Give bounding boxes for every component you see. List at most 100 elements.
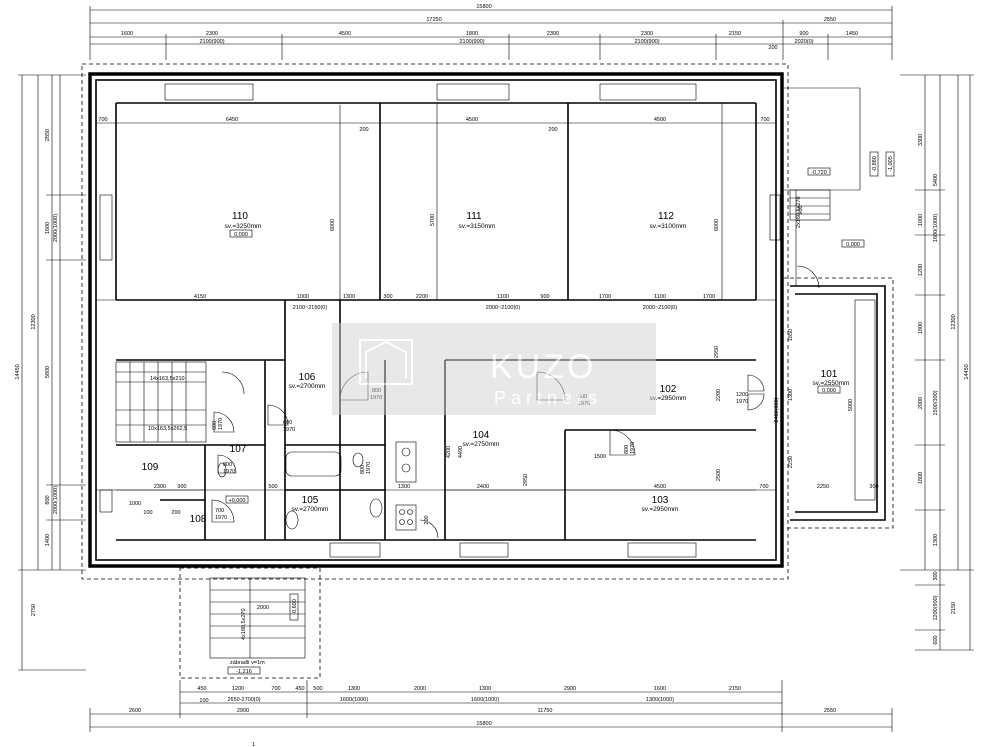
dim-label: 5400 bbox=[933, 174, 939, 186]
dim-label: 12300 bbox=[951, 314, 957, 329]
dim-label: 600 bbox=[933, 635, 939, 644]
svg-text:104: 104 bbox=[473, 430, 490, 441]
dim-label: 1600 bbox=[121, 31, 133, 37]
dim-label: 100 bbox=[199, 698, 208, 704]
dim-label: 1450 bbox=[846, 31, 858, 37]
dim-top-a: 17250 bbox=[426, 17, 441, 23]
door-size: 1970 bbox=[370, 395, 382, 401]
dim-label: 2550 bbox=[824, 708, 836, 714]
stair-label: 14x163,5x210 bbox=[150, 376, 185, 382]
door-size: 600 bbox=[283, 420, 292, 426]
dim-label: 2650-2700(0) bbox=[227, 697, 260, 703]
dim-label: 1600(1000) bbox=[471, 697, 499, 703]
door-size: 1970 bbox=[578, 401, 590, 407]
dim-label: 1000 bbox=[918, 214, 924, 226]
inner-dim: 6000 bbox=[714, 219, 720, 231]
svg-text:sv.=2550mm: sv.=2550mm bbox=[813, 380, 850, 387]
level-marker: 0,000 bbox=[846, 242, 860, 248]
room-111: 111 sv.=3150mm bbox=[459, 211, 496, 230]
inner-dim: 1850 bbox=[788, 329, 794, 341]
door-size: 700 bbox=[215, 508, 224, 514]
door-size: 800 bbox=[223, 462, 232, 468]
inner-dim: 2000~2100(0) bbox=[643, 305, 678, 311]
svg-text:101: 101 bbox=[821, 369, 838, 380]
dim-label: 2000 bbox=[918, 397, 924, 409]
dim-label: 12300 bbox=[31, 314, 37, 329]
inner-dim: 2000~2100(0) bbox=[486, 305, 521, 311]
room-102: 102 sv.=2950mm bbox=[650, 384, 687, 402]
inner-dim: 6000 bbox=[330, 219, 336, 231]
dim-top-b: 2550 bbox=[824, 17, 836, 23]
inner-dim: 700 bbox=[760, 117, 769, 123]
svg-text:103: 103 bbox=[652, 495, 669, 506]
door-size: 1970 bbox=[223, 469, 235, 475]
level-marker: -1,216 bbox=[236, 669, 252, 675]
dim-label: 300 bbox=[933, 571, 939, 580]
room-110: 110 sv.=3250mm 0,000 bbox=[225, 211, 262, 238]
room-103: 103 sv.=2950mm bbox=[642, 495, 679, 513]
dim-label: 700 bbox=[271, 686, 280, 692]
inner-dim: 1100 bbox=[497, 294, 509, 300]
room-108: 108 bbox=[190, 514, 207, 525]
room-107: 107 bbox=[230, 444, 247, 455]
windows bbox=[99, 83, 876, 558]
inner-dim: 1700 bbox=[599, 294, 611, 300]
inner-dim: 200 bbox=[171, 510, 180, 516]
watermark-logo-sub: Partners bbox=[494, 388, 602, 408]
room-labels: 110 sv.=3250mm 0,000 111 sv.=3150mm 112 … bbox=[142, 211, 850, 525]
dim-label: 4500 bbox=[339, 31, 351, 37]
dim-label: 1500(300) bbox=[933, 390, 939, 415]
door-size: 1970 bbox=[366, 462, 372, 474]
dim-label: 1300 bbox=[933, 534, 939, 546]
dim-label: 14450 bbox=[964, 364, 970, 379]
dim-total-top: 15800 bbox=[476, 4, 491, 10]
inner-dim: 2400 bbox=[477, 484, 489, 490]
dim-label: 2100(900) bbox=[459, 39, 484, 45]
dim-label: 5800 bbox=[45, 366, 51, 378]
dim-label: 200 bbox=[768, 45, 777, 51]
inner-dim: 4500 bbox=[654, 484, 666, 490]
inner-dim: 200 bbox=[359, 127, 368, 133]
svg-text:107: 107 bbox=[230, 444, 247, 455]
inner-dim: 1100 bbox=[654, 294, 666, 300]
level-markers: -0,720 -1,005 -0,880 0,000 +0,000 -0,600… bbox=[225, 151, 895, 675]
inner-dim: 4490 bbox=[458, 446, 464, 458]
dim-label: 450 bbox=[197, 686, 206, 692]
inner-dim: 2950 bbox=[714, 346, 720, 358]
dim-label: 2000(1000) bbox=[53, 486, 59, 514]
dim-label: 3300 bbox=[918, 134, 924, 146]
inner-dim: 900 bbox=[540, 294, 549, 300]
door-size: 1970 bbox=[736, 399, 748, 405]
door-size: 1970 bbox=[630, 442, 636, 454]
svg-text:105: 105 bbox=[302, 495, 319, 506]
dim-label: 2850 bbox=[45, 129, 51, 141]
railing-note: zábradlí v=1m bbox=[230, 660, 265, 666]
dim-label: 1800 bbox=[918, 472, 924, 484]
dim-label: 2750 bbox=[31, 604, 37, 616]
dim-label: 1600(1000) bbox=[340, 697, 368, 703]
level-marker: -0,720 bbox=[811, 170, 827, 176]
dim-label: 1300 bbox=[348, 686, 360, 692]
inner-dim: 100 bbox=[143, 510, 152, 516]
inner-dim: 2250 bbox=[817, 484, 829, 490]
inner-dim: 900 bbox=[798, 205, 804, 214]
fixtures bbox=[217, 441, 417, 531]
inner-dim: 2300 bbox=[154, 484, 166, 490]
inner-dim: 700 bbox=[759, 484, 768, 490]
left-dimensions: 14450 12300 2850 1600 2000(1000) 5800 14… bbox=[15, 74, 86, 671]
dim-label: 2150 bbox=[951, 602, 957, 614]
svg-text:102: 102 bbox=[660, 384, 677, 395]
watermark-logo-text: KUZO bbox=[490, 348, 596, 386]
svg-text:110: 110 bbox=[232, 211, 248, 222]
svg-text:sv.=2700mm: sv.=2700mm bbox=[292, 506, 329, 513]
dim-label: 11750 bbox=[538, 708, 553, 714]
inner-dim: 500 bbox=[268, 484, 277, 490]
inner-dim: 200 bbox=[548, 127, 557, 133]
inner-dim: 700 bbox=[98, 117, 107, 123]
section-mark: 1 bbox=[252, 742, 255, 747]
dim-label: 800 bbox=[45, 495, 51, 504]
room-112: 112 sv.=3100mm bbox=[650, 211, 687, 230]
inner-dim: 2250 bbox=[788, 456, 794, 468]
svg-text:0,000: 0,000 bbox=[822, 388, 836, 394]
